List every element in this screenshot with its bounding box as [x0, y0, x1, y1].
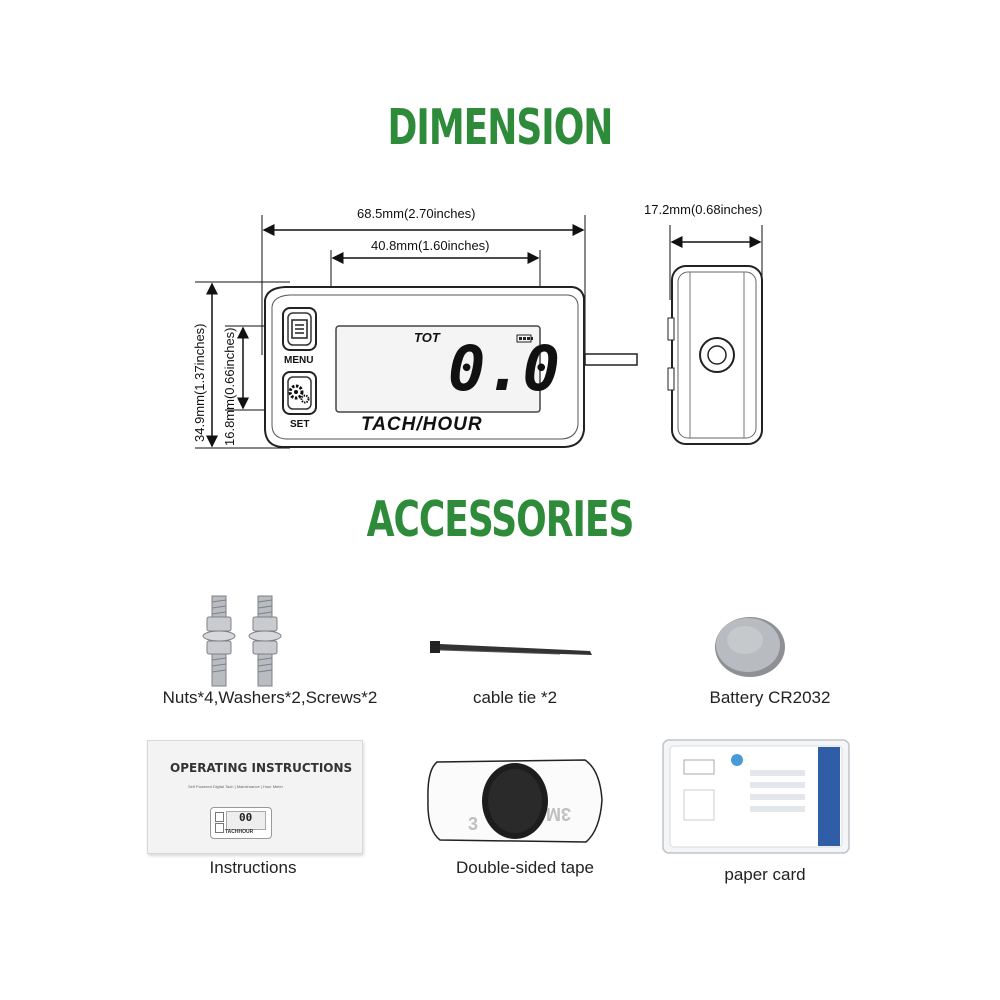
lcd-value: 0.0 — [448, 332, 560, 405]
instructions-subtitle: Self Powered Digital Tach | Maintenance … — [188, 784, 283, 789]
instructions-device-sketch: 00 TACHHOUR — [210, 807, 272, 839]
lcd-mode-label: TOT — [414, 330, 440, 345]
device-front — [264, 286, 638, 448]
set-button — [282, 371, 317, 415]
accessory-caption: Instructions — [209, 858, 297, 877]
svg-text:3: 3 — [468, 814, 478, 834]
device-side — [667, 265, 763, 445]
device-label: TACH/HOUR — [361, 414, 483, 435]
overall-height-label: 34.9mm(1.37inches) — [192, 323, 207, 443]
menu-list-icon — [291, 319, 308, 339]
overall-width-label: 68.5mm(2.70inches) — [357, 206, 476, 221]
accessory-caption: Nuts*4,Washers*2,Screws*2 — [162, 688, 378, 707]
menu-button-label: MENU — [284, 355, 314, 366]
accessory-caption: Battery CR2032 — [709, 688, 831, 707]
set-button-label: SET — [290, 419, 310, 430]
coin-battery-icon — [715, 617, 785, 677]
accessory-caption: cable tie *2 — [472, 688, 558, 707]
screws-icon — [202, 595, 282, 687]
lcd-screen — [335, 325, 541, 413]
depth-label: 17.2mm(0.68inches) — [644, 202, 763, 217]
accessories-heading: ACCESSORIES — [366, 492, 635, 549]
paper-card-icon — [662, 739, 850, 854]
accessory-caption: Double-sided tape — [456, 858, 594, 877]
gear-icon — [288, 384, 310, 404]
instructions-lcd-value: 00 — [239, 811, 253, 824]
cable-stub — [584, 353, 638, 366]
cable-tie-icon — [430, 641, 592, 655]
dimension-heading: DIMENSION — [387, 100, 614, 157]
screen-width-label: 40.8mm(1.60inches) — [371, 238, 490, 253]
instruction-booklet-icon: OPERATING INSTRUCTIONS Self Powered Digi… — [147, 740, 363, 854]
accessory-caption: paper card — [724, 865, 806, 884]
screen-height-label: 16.8mm(0.66inches) — [222, 327, 237, 447]
instructions-device-label: TACHHOUR — [225, 829, 254, 835]
double-sided-tape-icon: 3 3M — [427, 759, 603, 843]
svg-text:3M: 3M — [546, 804, 571, 824]
instructions-title: OPERATING INSTRUCTIONS — [170, 761, 353, 775]
